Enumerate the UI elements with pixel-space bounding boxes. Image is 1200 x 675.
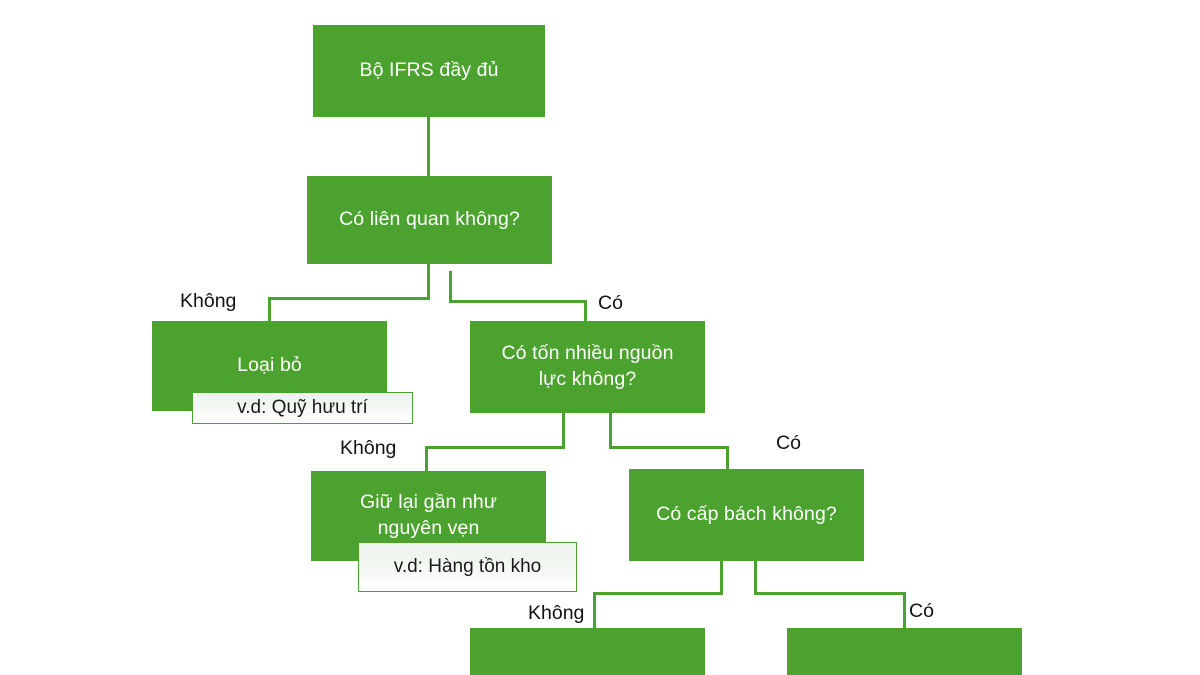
- edge-label-khong-urgent: Không: [528, 602, 585, 624]
- edge-postpone-drop: [593, 592, 596, 628]
- node-simplify[interactable]: Đơn giản hóa: [787, 628, 1022, 675]
- edge-label-co-resources: Có: [776, 432, 801, 454]
- edge-label-khong-relevant: Không: [180, 290, 237, 312]
- node-postpone[interactable]: Tạm hoãn: [470, 628, 705, 675]
- edge-simplify-drop: [903, 592, 906, 628]
- node-full-ifrs[interactable]: Bộ IFRS đầy đủ: [313, 25, 545, 117]
- edge-urgent-right-stub: [754, 558, 757, 595]
- edge-resources-right-horizontal: [609, 446, 729, 449]
- edge-relevant-right-stub: [449, 271, 452, 303]
- edge-keep-intact-drop: [425, 446, 428, 473]
- node-resources-label: Có tốn nhiều nguồn lực không?: [501, 342, 674, 390]
- edge-urgent-drop: [726, 446, 729, 470]
- edge-resources-left-horizontal: [425, 446, 565, 449]
- node-urgent-label: Có cấp bách không?: [656, 503, 837, 526]
- node-eliminate-label: Loại bỏ: [237, 354, 302, 377]
- node-urgent[interactable]: Có cấp bách không?: [629, 469, 864, 561]
- node-full-ifrs-label: Bộ IFRS đầy đủ: [359, 59, 499, 82]
- edge-full-ifrs-to-relevant: [427, 115, 430, 177]
- edge-eliminate-drop: [268, 297, 271, 322]
- edge-relevant-right-horizontal: [449, 300, 587, 303]
- node-keep-intact[interactable]: Giữ lại gần như nguyên vẹn: [311, 471, 546, 561]
- edge-urgent-left-horizontal: [593, 592, 723, 595]
- note-inventory[interactable]: v.d: Hàng tồn kho: [358, 542, 577, 592]
- edge-relevant-left-horizontal: [268, 297, 430, 300]
- note-inventory-label: v.d: Hàng tồn kho: [393, 555, 542, 577]
- edge-urgent-right-horizontal: [754, 592, 906, 595]
- edge-label-co-relevant: Có: [598, 292, 623, 314]
- node-keep-intact-label: Giữ lại gần như nguyên vẹn: [359, 491, 498, 539]
- note-pension[interactable]: v.d: Quỹ hưu trí: [192, 392, 413, 424]
- edge-resources-right-stub: [609, 411, 612, 449]
- node-resources[interactable]: Có tốn nhiều nguồn lực không?: [470, 321, 705, 413]
- edge-label-co-urgent: Có: [909, 600, 934, 622]
- edge-label-khong-resources: Không: [340, 437, 397, 459]
- edge-urgent-left-stub: [720, 558, 723, 595]
- edge-resources-drop: [584, 300, 587, 322]
- edge-relevant-left-stub: [427, 262, 430, 300]
- edge-resources-left-stub: [562, 411, 565, 449]
- node-relevant[interactable]: Có liên quan không?: [307, 176, 552, 264]
- note-pension-label: v.d: Quỹ hưu trí: [237, 396, 368, 418]
- node-relevant-label: Có liên quan không?: [339, 208, 520, 231]
